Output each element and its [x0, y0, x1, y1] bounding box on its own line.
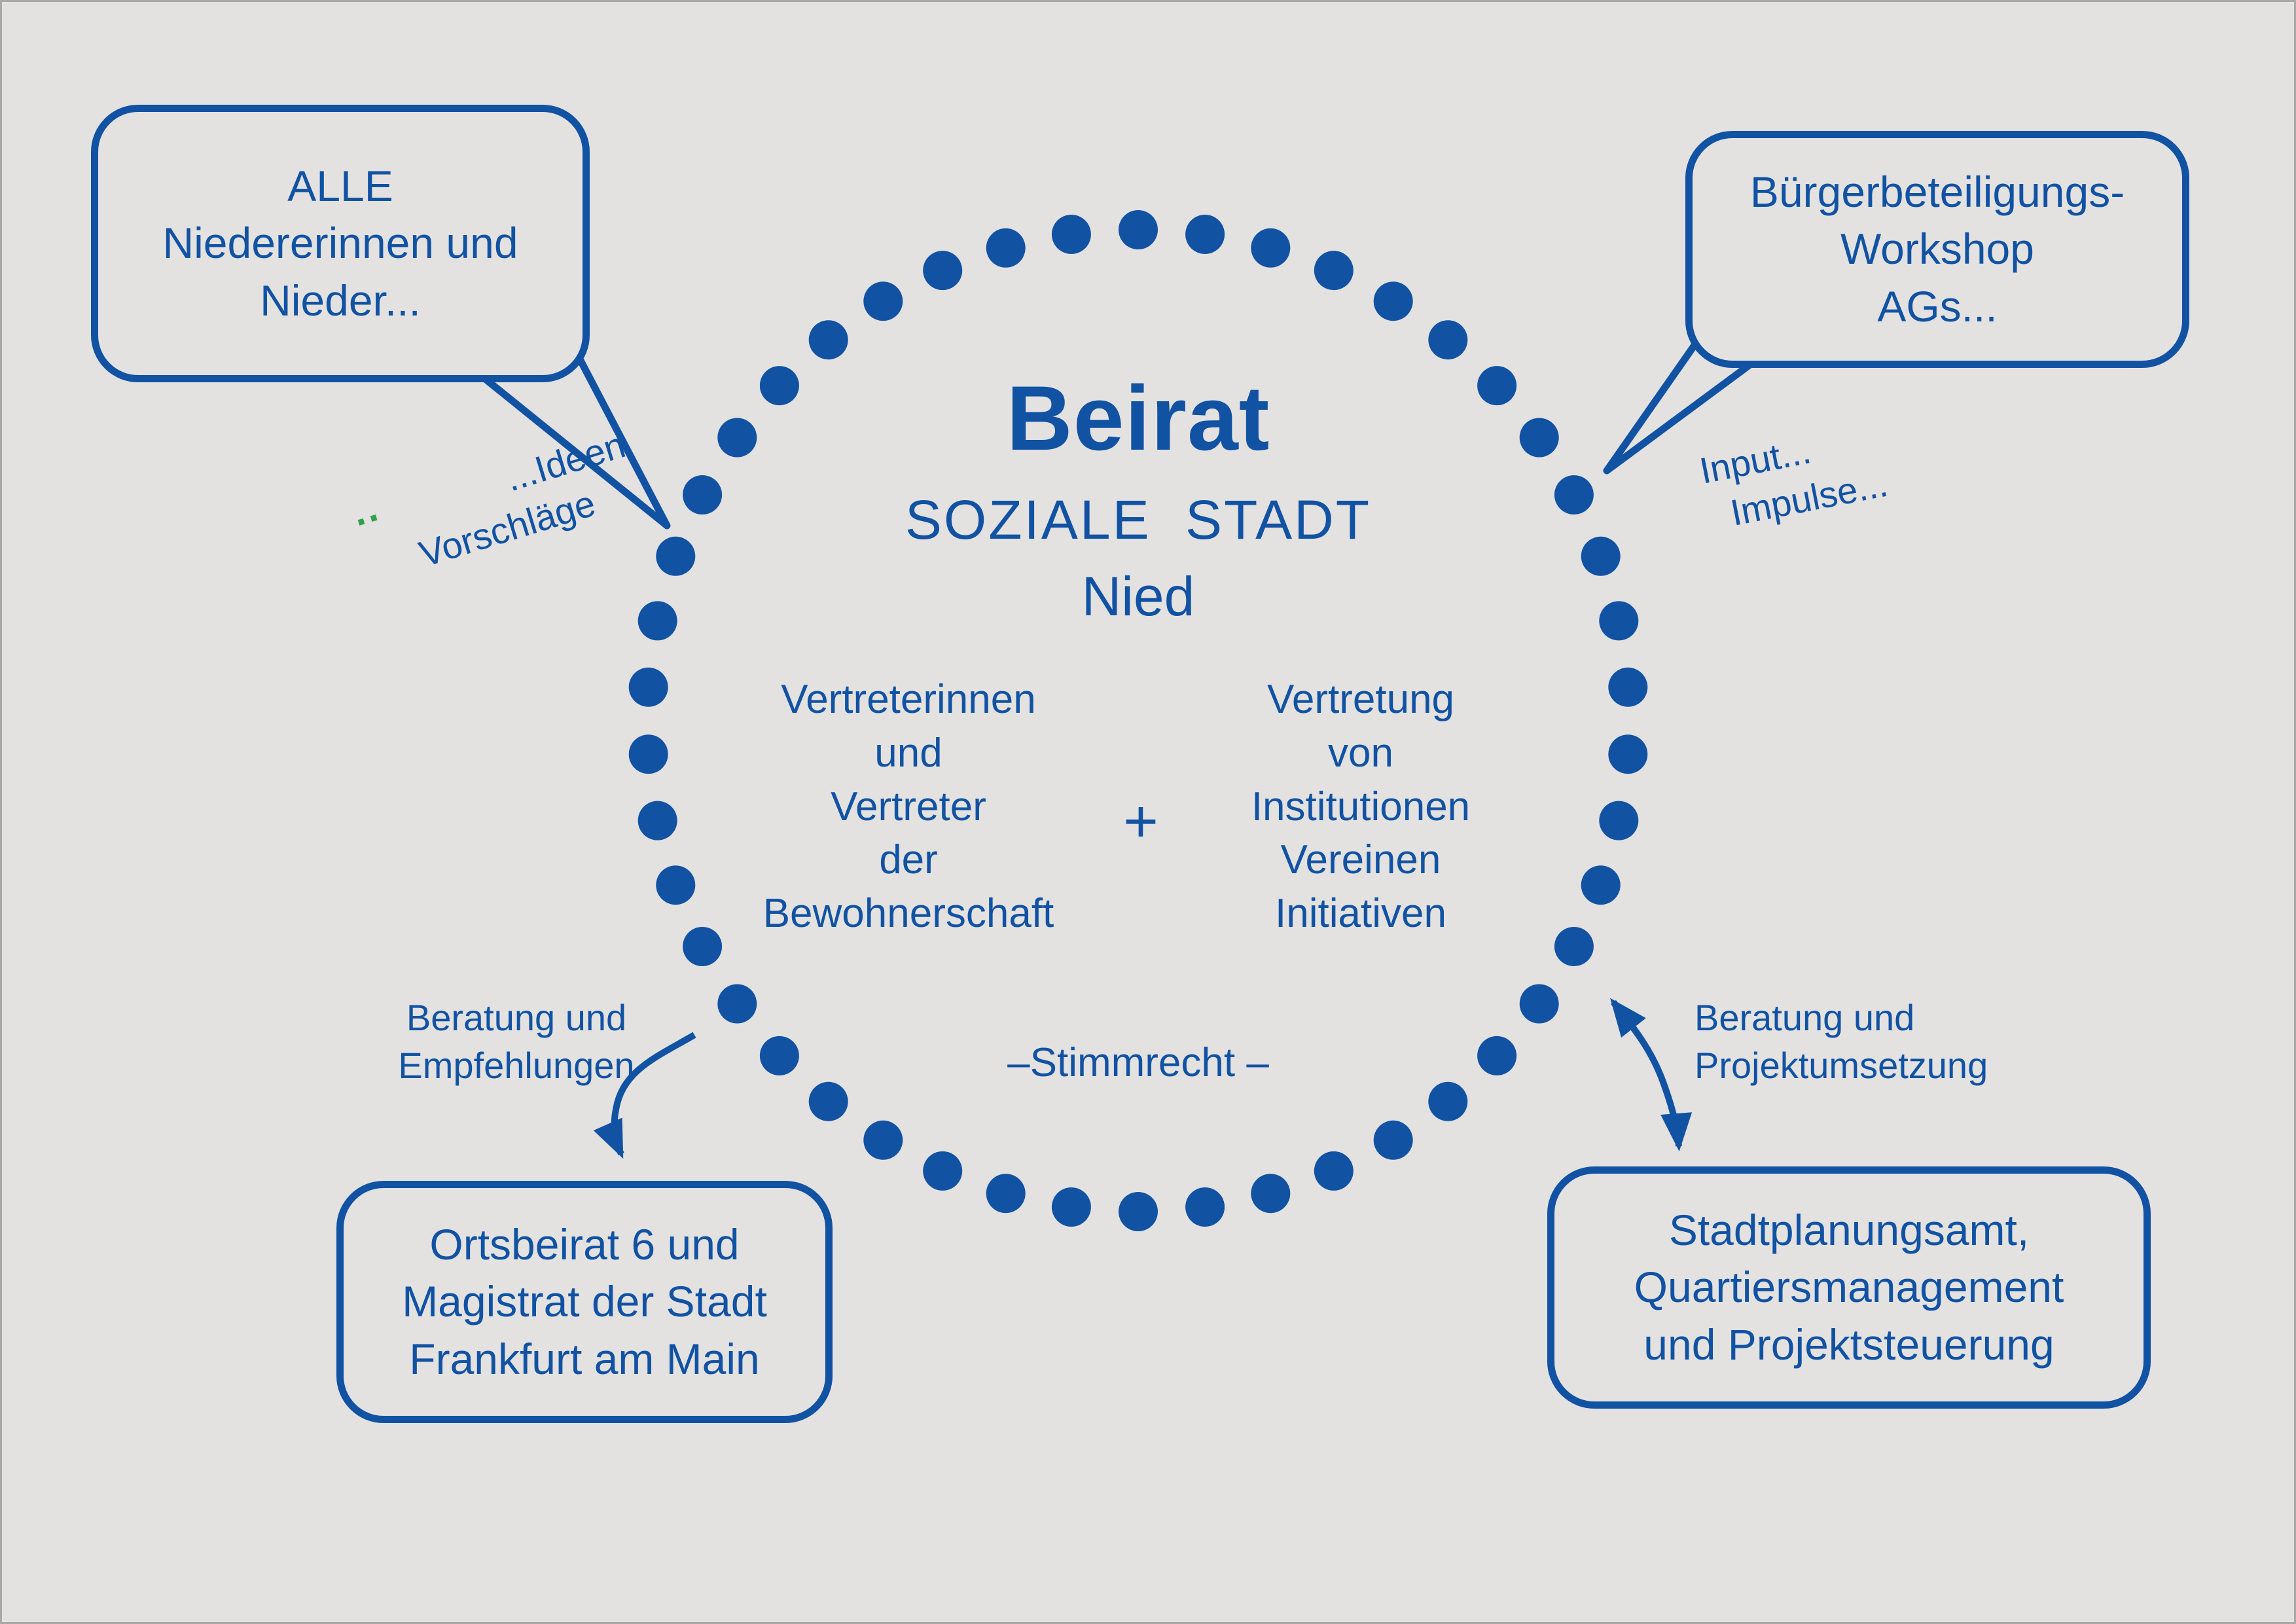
- arrow-stadtplanungsamt: [1610, 998, 1693, 1151]
- box-stadtplanungsamt-line: Quartiersmanagement: [1634, 1263, 2064, 1312]
- circle-dot: [1314, 1151, 1354, 1191]
- circle-dot: [1251, 1174, 1291, 1214]
- bubble-workshops: Bürgerbeteiligungs- Workshop AGs...: [1685, 131, 2189, 368]
- members-left-column: Vertreterinnen und Vertreter der Bewohne…: [699, 673, 1118, 941]
- label-beratung-left-line2: Empfehlungen: [398, 1044, 635, 1086]
- box-ortsbeirat-line: Magistrat der Stadt: [402, 1277, 767, 1326]
- circle-dot: [1554, 927, 1594, 966]
- circle-dot: [759, 366, 799, 406]
- circle-dot: [923, 1151, 963, 1191]
- label-beratung-left-line1: Beratung und: [406, 997, 627, 1038]
- circle-dot: [1599, 801, 1639, 840]
- circle-dot: [1251, 228, 1291, 268]
- box-stadtplanungsamt-line: und Projektsteuerung: [1643, 1320, 2054, 1369]
- circle-dot: [863, 1120, 903, 1160]
- label-beratung-right-line1: Beratung und: [1695, 997, 1915, 1038]
- right-column-line: Vertretung: [1266, 677, 1455, 722]
- diagram-subtitle-city: Nied: [1081, 566, 1195, 627]
- dots-circle: [628, 210, 1648, 1231]
- circle-dot: [1608, 734, 1648, 774]
- circle-dot: [637, 601, 677, 641]
- bubble-workshops-line: Workshop: [1840, 225, 2034, 274]
- circle-dot: [1599, 601, 1639, 641]
- circle-dot: [986, 228, 1026, 268]
- members-right-column: Vertretung von Institutionen Vereinen In…: [1151, 673, 1570, 941]
- circle-dot: [1477, 1036, 1517, 1075]
- bubble-residents-line: Niedererinnen und: [162, 219, 518, 268]
- circle-dot: [1051, 1187, 1091, 1227]
- circle-dot: [1581, 536, 1621, 576]
- box-ortsbeirat: Ortsbeirat 6 und Magistrat der Stadt Fra…: [336, 1181, 833, 1423]
- left-column-line: der: [879, 837, 938, 883]
- circle-dot: [808, 1081, 848, 1121]
- circle-dot: [637, 801, 677, 840]
- circle-dot: [1554, 475, 1594, 514]
- circle-dot: [717, 984, 757, 1024]
- circle-dot: [1581, 865, 1621, 905]
- bubble-residents: ALLE Niedererinnen und Nieder...: [91, 105, 590, 382]
- circle-dot: [1185, 1187, 1225, 1227]
- right-column-line: Vereinen: [1280, 837, 1441, 883]
- circle-dot: [1608, 667, 1648, 707]
- diagram-subtitle: SOZIALE STADT: [905, 489, 1372, 550]
- circle-dot: [717, 418, 757, 458]
- circle-dot: [683, 927, 723, 966]
- bubble-workshops-line: Bürgerbeteiligungs-: [1749, 168, 2125, 217]
- bubble-residents-line: ALLE: [287, 162, 393, 211]
- right-column-line: von: [1328, 730, 1393, 776]
- diagram-title: Beirat: [1006, 367, 1270, 469]
- box-stadtplanungsamt-line: Stadtplanungsamt,: [1668, 1206, 2030, 1255]
- circle-dot: [1373, 1120, 1413, 1160]
- left-column-line: Vertreter: [831, 784, 986, 829]
- label-beratung-empfehlungen: Beratung und Empfehlungen: [386, 994, 647, 1090]
- circle-dot: [923, 251, 963, 291]
- circle-dot: [1428, 1081, 1468, 1121]
- circle-dot: [1428, 320, 1468, 360]
- circle-dot: [1051, 215, 1091, 254]
- left-column-line: und: [874, 730, 942, 776]
- circle-dot: [1119, 210, 1158, 249]
- right-column-line: Institutionen: [1251, 784, 1471, 829]
- circle-dot: [1119, 1192, 1158, 1231]
- left-column-line: Bewohnerschaft: [762, 891, 1054, 937]
- circle-dot: [656, 865, 696, 905]
- arrow-to-ortsbeirat: [593, 1032, 696, 1159]
- circle-dot: [986, 1174, 1026, 1214]
- circle-center-text: Beirat SOZIALE STADT Nied: [680, 365, 1596, 628]
- left-column-line: Vertreterinnen: [781, 677, 1036, 722]
- box-ortsbeirat-line: Frankfurt am Main: [409, 1334, 760, 1383]
- circle-dot: [656, 536, 696, 576]
- circle-dot: [759, 1036, 799, 1075]
- circle-dot: [1185, 215, 1225, 254]
- circle-dot: [808, 320, 848, 360]
- circle-dot: [1314, 251, 1354, 291]
- circle-dot: [628, 667, 668, 707]
- box-ortsbeirat-line: Ortsbeirat 6 und: [429, 1220, 740, 1269]
- bubble-residents-line: Nieder...: [260, 276, 421, 325]
- bubble-workshops-line: AGs...: [1877, 281, 1998, 331]
- circle-dot: [628, 734, 668, 774]
- circle-dot: [1519, 418, 1559, 458]
- circle-dot: [683, 475, 723, 514]
- label-beratung-projektumsetzung: Beratung und Projektumsetzung: [1695, 994, 2035, 1090]
- label-beratung-right-line2: Projektumsetzung: [1695, 1044, 1988, 1086]
- plus-sign: +: [1123, 788, 1158, 855]
- circle-dot: [1519, 984, 1559, 1024]
- circle-dot: [1477, 366, 1517, 406]
- circle-dot: [863, 281, 903, 321]
- right-column-line: Initiativen: [1275, 891, 1446, 937]
- box-stadtplanungsamt: Stadtplanungsamt, Quartiersmanagement un…: [1547, 1166, 2151, 1409]
- circle-dot: [1373, 281, 1413, 321]
- voting-right-note: –Stimmrecht –: [1007, 1040, 1269, 1085]
